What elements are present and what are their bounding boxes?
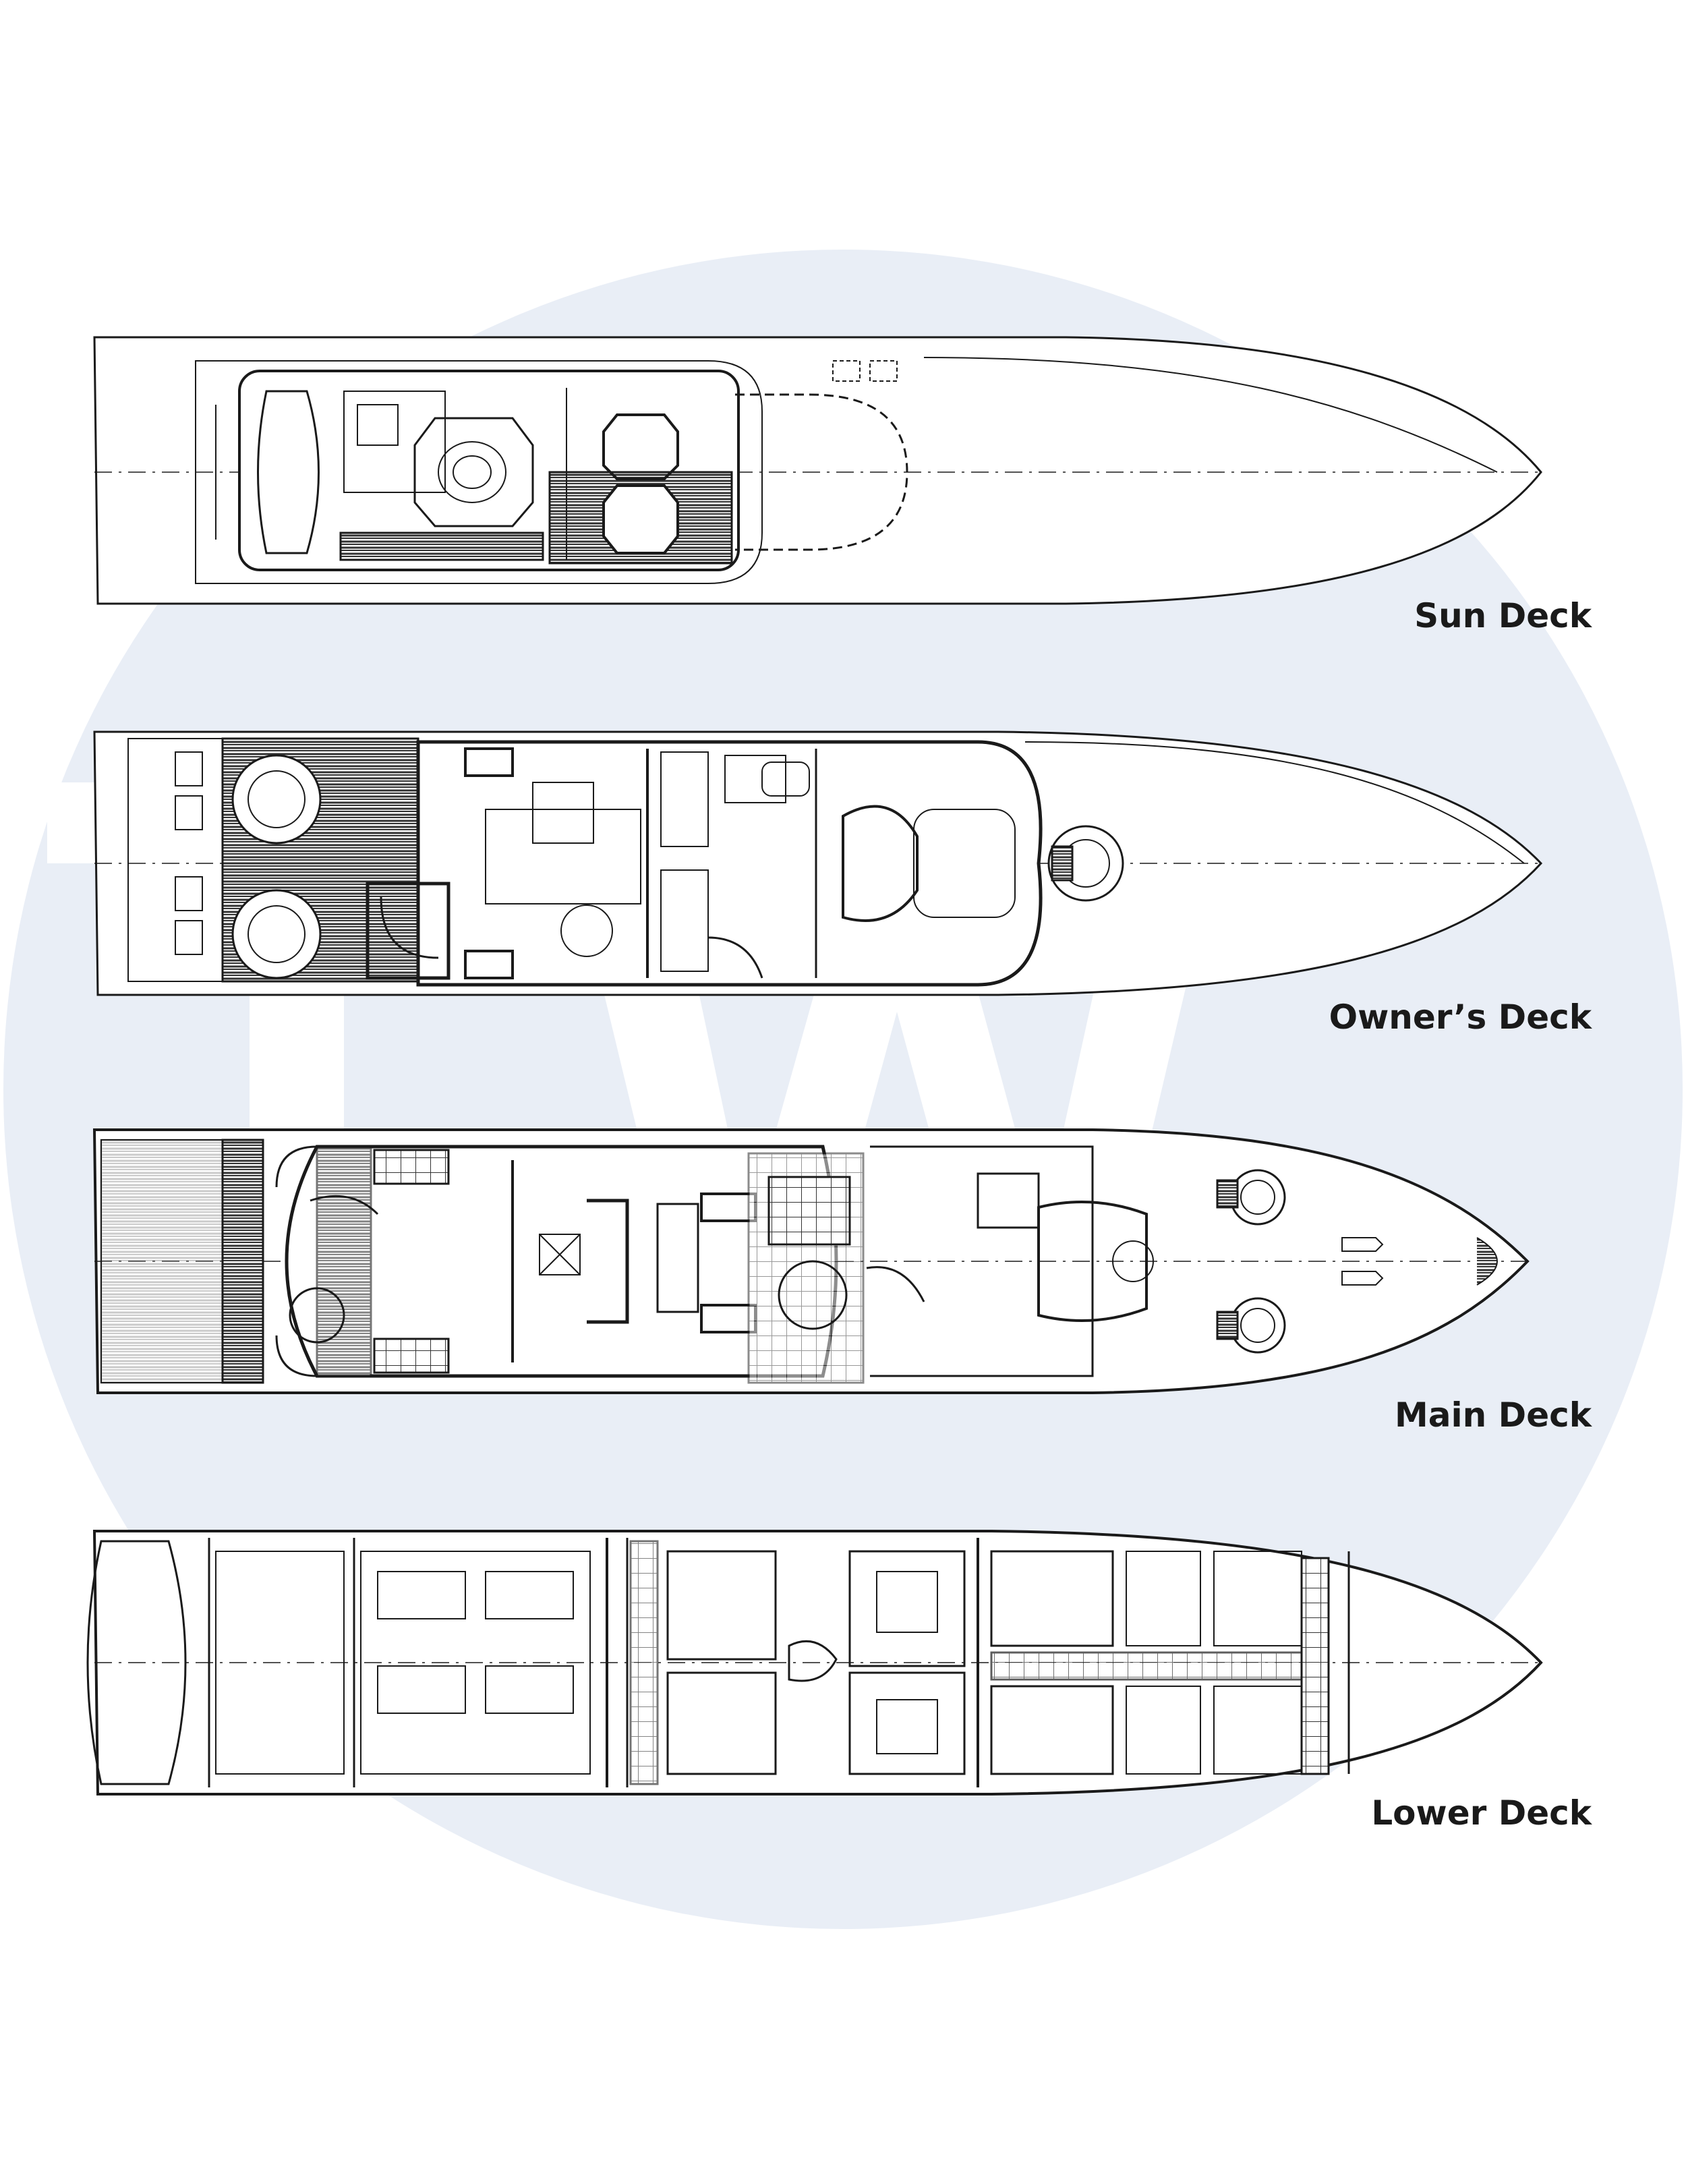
main-deck-aft-table	[289, 1287, 345, 1344]
deck-label-main: Main Deck	[1395, 1396, 1593, 1435]
deck-label-lower: Lower Deck	[1371, 1793, 1592, 1833]
sun-deck-plan	[93, 336, 1542, 605]
lower-deck-engine-room	[360, 1551, 591, 1775]
owners-deck-stateroom	[842, 805, 919, 922]
owners-deck-interior	[416, 740, 1043, 987]
sun-deck-seating-fore	[602, 413, 679, 480]
lower-deck-tender-garage	[86, 1540, 187, 1785]
owners-deck-bow-seating	[1047, 825, 1124, 902]
lower-deck-stair	[788, 1640, 838, 1682]
deck-label-sun: Sun Deck	[1414, 596, 1593, 635]
main-deck-dining-table	[656, 1203, 699, 1313]
main-deck-skylounge	[1037, 1201, 1148, 1322]
main-deck-salon-sofa	[587, 1199, 629, 1324]
deck-labels: Sun Deck Owner’s Deck Main Deck Lower De…	[1329, 596, 1593, 1833]
owners-deck-aft-seating-upper	[231, 754, 322, 844]
sun-deck-seating-aft	[602, 484, 679, 554]
sun-deck-jacuzzi	[413, 417, 534, 527]
deck-label-owners: Owner’s Deck	[1329, 998, 1593, 1037]
owners-deck-dining-table	[560, 904, 613, 957]
owners-deck-plan	[93, 730, 1543, 996]
lower-deck-plan	[86, 1530, 1543, 1795]
owners-deck-aft-seating-lower	[231, 889, 322, 979]
main-deck-plan	[92, 1128, 1530, 1394]
